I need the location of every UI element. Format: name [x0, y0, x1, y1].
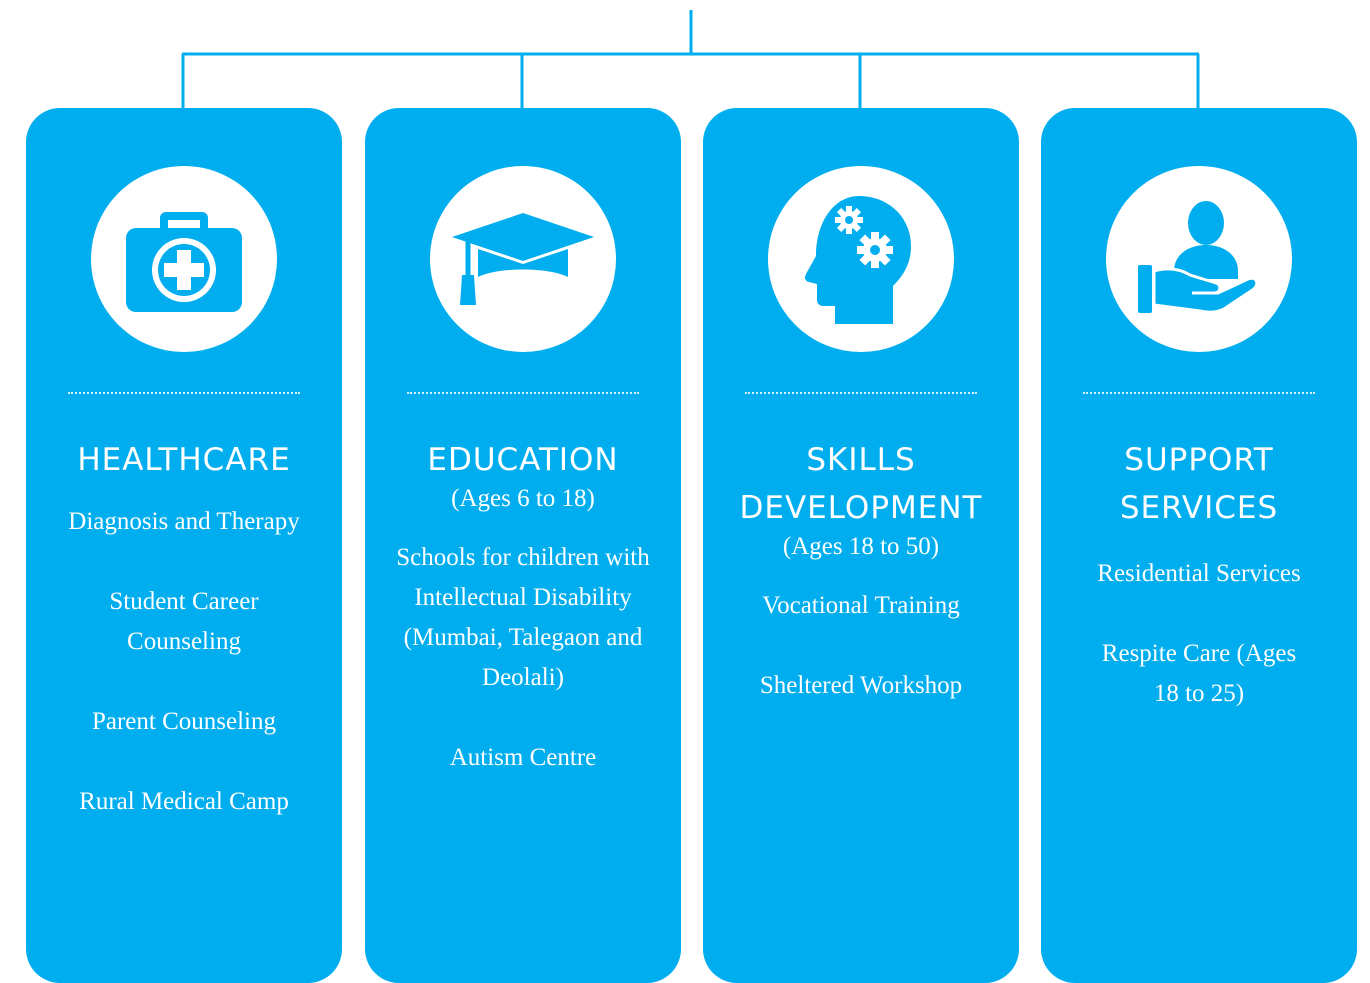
card-subtitle: (Ages 18 to 50) [782, 533, 940, 560]
card-title: EDUCATION [427, 442, 619, 478]
list-item: Sheltered Workshop [759, 672, 963, 699]
item-list: Diagnosis and Therapy Student Career Cou… [34, 502, 334, 822]
divider [745, 392, 977, 394]
card-skills-development: SKILLS DEVELOPMENT (Ages 18 to 50) Vocat… [703, 108, 1019, 983]
card-support-services: SUPPORT SERVICES Residential Services Re… [1041, 108, 1357, 983]
item-list: Vocational Training Sheltered Workshop [711, 586, 1011, 706]
item-list: Schools for children with Intellectual D… [373, 538, 673, 778]
support-icon-circle [1106, 166, 1292, 352]
card-title: SUPPORT SERVICES [1119, 442, 1279, 526]
list-item: Vocational Training [762, 592, 960, 619]
card-subtitle: (Ages 6 to 18) [451, 485, 595, 512]
card-title: HEALTHCARE [77, 442, 291, 478]
divider [407, 392, 639, 394]
card-title: SKILLS DEVELOPMENT [739, 442, 983, 526]
list-item: Respite Care (Ages 18 to 25) [1101, 640, 1297, 707]
list-item: Student Career Counseling [109, 588, 259, 655]
divider [1083, 392, 1315, 394]
education-icon-circle [430, 166, 616, 352]
hand-person-icon [1138, 201, 1259, 314]
list-item: Autism Centre [449, 744, 597, 771]
connector-lines [181, 10, 1200, 110]
card-education: EDUCATION (Ages 6 to 18) Schools for chi… [365, 108, 681, 983]
skills-icon-circle [768, 166, 954, 352]
healthcare-icon-circle [91, 166, 277, 352]
list-item: Rural Medical Camp [79, 788, 289, 815]
medical-kit-icon [126, 212, 242, 312]
divider [68, 392, 300, 394]
list-item: Diagnosis and Therapy [68, 508, 300, 535]
item-list: Residential Services Respite Care (Ages … [1049, 554, 1349, 714]
list-item: Schools for children with Intellectual D… [396, 544, 650, 691]
card-healthcare: HEALTHCARE Diagnosis and Therapy Student… [26, 108, 342, 983]
graduation-cap-icon [452, 213, 594, 305]
list-item: Parent Counseling [91, 708, 276, 735]
list-item: Residential Services [1097, 560, 1301, 587]
head-gears-icon [805, 196, 911, 324]
